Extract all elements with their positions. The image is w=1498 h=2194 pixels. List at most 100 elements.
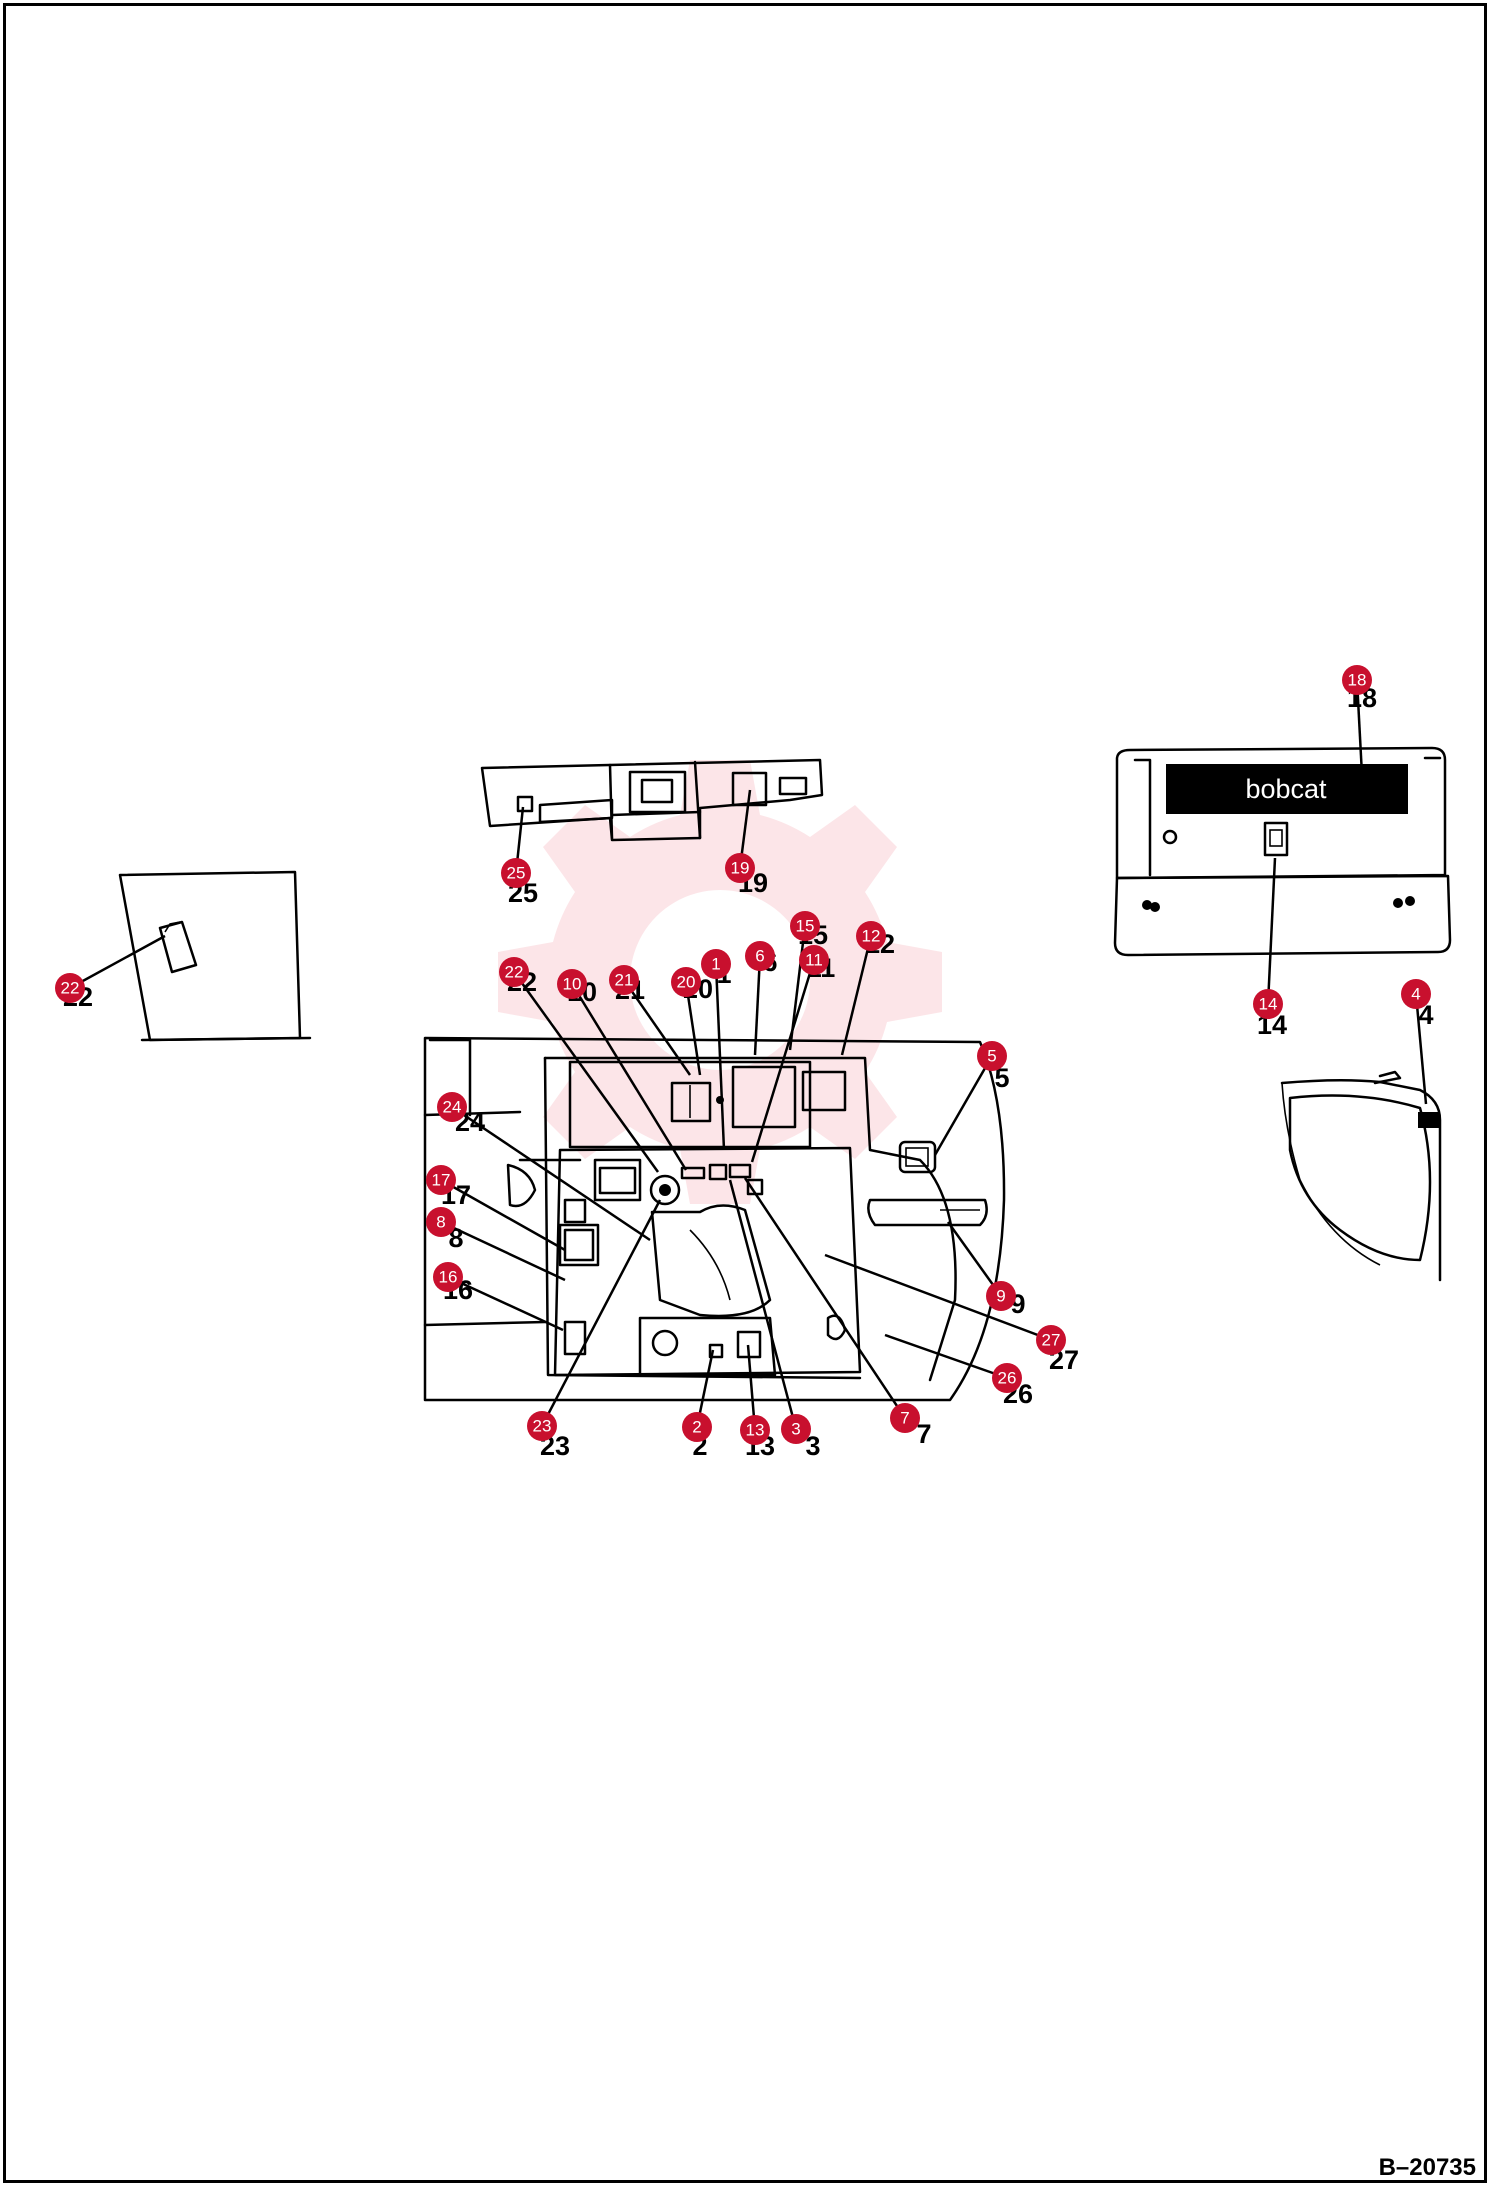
callout-circle [426, 1207, 456, 1237]
callout-label: 7 [900, 1409, 909, 1428]
callout-label: 2 [692, 1418, 701, 1437]
callout-circle [682, 1412, 712, 1442]
callout-16: 16 [433, 1262, 463, 1292]
callout-circle [725, 853, 755, 883]
callout-22: 22 [55, 973, 85, 1003]
leader-line-5 [933, 1055, 994, 1156]
callout-circle [856, 921, 886, 951]
callout-circle [437, 1092, 467, 1122]
callout-label: 18 [1348, 671, 1367, 690]
callout-label: 24 [443, 1098, 462, 1117]
callout-label: 3 [791, 1420, 800, 1439]
leader-line-22 [69, 934, 166, 990]
callout-circle [671, 967, 701, 997]
callout-8: 8 [426, 1207, 456, 1237]
leader-line-27 [824, 1253, 1052, 1342]
callout-9: 9 [986, 1281, 1016, 1311]
callout-circle [426, 1165, 456, 1195]
callout-circle [499, 957, 529, 987]
leader-line-6 [753, 955, 762, 1056]
callout-3: 3 [781, 1414, 811, 1444]
leader-line-11 [750, 959, 816, 1163]
rear-decal-panel: bobcat [1113, 746, 1452, 957]
diagram-border [3, 3, 1487, 2183]
callout-label: 10 [563, 975, 582, 994]
leader-line-23 [540, 1199, 662, 1427]
callout-19: 19 [725, 853, 755, 883]
callout-circle [1342, 665, 1372, 695]
callout-label: 5 [987, 1047, 996, 1066]
callout-circle [1401, 979, 1431, 1009]
watermark-gear [498, 760, 942, 1204]
reference-code: B–20735 [1378, 2154, 1476, 2181]
callout-label: 11 [805, 951, 823, 970]
callout-label: 26 [998, 1369, 1017, 1388]
callout-23: 23 [527, 1411, 557, 1441]
callout-13: 13 [740, 1415, 770, 1445]
leader-line-24 [451, 1105, 651, 1242]
callout-label: 23 [533, 1417, 552, 1436]
callout-circle [1253, 989, 1283, 1019]
leader-line-12 [840, 935, 873, 1056]
callout-label: 25 [507, 864, 526, 883]
leader-line-3 [728, 1179, 798, 1430]
callout-circle [992, 1363, 1022, 1393]
leader-line-26 [884, 1333, 1008, 1380]
callout-circle [740, 1415, 770, 1445]
leader-line-17 [440, 1178, 566, 1252]
callout-circle [977, 1041, 1007, 1071]
callout-6: 6 [745, 941, 775, 971]
callout-circle [557, 969, 587, 999]
callout-circle [790, 911, 820, 941]
callout-24: 24 [437, 1092, 467, 1122]
callout-circle [986, 1281, 1016, 1311]
callout-label: 6 [755, 947, 764, 966]
leader-line-7 [743, 1177, 907, 1419]
overhead-console [480, 758, 824, 842]
leader-line-20 [684, 981, 702, 1076]
callout-label: 22 [61, 979, 80, 998]
callout-label: 13 [746, 1421, 765, 1440]
callout-10: 10 [557, 969, 587, 999]
callout-label: 15 [796, 917, 815, 936]
leader-line-1 [714, 963, 726, 1151]
callout-12: 12 [856, 921, 886, 951]
callout-circle [745, 941, 775, 971]
callout-5: 5 [977, 1041, 1007, 1071]
callout-17: 17 [426, 1165, 456, 1195]
callout-label: 20 [677, 973, 696, 992]
callout-label: 12 [862, 927, 881, 946]
part-number-3: 3 [805, 1431, 820, 1461]
callout-27: 27 [1036, 1325, 1066, 1355]
callout-label: 14 [1259, 995, 1278, 1014]
leader-line-16 [447, 1275, 564, 1332]
callout-14: 14 [1253, 989, 1283, 1019]
callout-circle [501, 858, 531, 888]
callout-20: 20 [671, 967, 701, 997]
callout-label: 16 [439, 1268, 458, 1287]
callout-1: 1 [701, 949, 731, 979]
callout-18: 18 [1342, 665, 1372, 695]
callout-label: 1 [711, 955, 720, 974]
callout-11: 11 [799, 945, 829, 975]
callout-circle [1036, 1325, 1066, 1355]
callout-2: 2 [682, 1412, 712, 1442]
callout-circle [890, 1403, 920, 1433]
leader-line-8 [440, 1220, 566, 1282]
callout-circle [609, 965, 639, 995]
callout-label: 8 [436, 1213, 445, 1232]
callout-label: 21 [615, 971, 634, 990]
callout-circle [527, 1411, 557, 1441]
callout-25: 25 [501, 858, 531, 888]
leader-line-9 [946, 1221, 1003, 1297]
callout-label: 19 [731, 859, 750, 878]
callout-circle [433, 1262, 463, 1292]
callout-label: 4 [1411, 985, 1420, 1004]
callout-label: 17 [432, 1171, 451, 1190]
callout-circle [781, 1414, 811, 1444]
callout-label: 9 [996, 1287, 1005, 1306]
callout-circle [701, 949, 731, 979]
callout-label: 27 [1042, 1331, 1061, 1350]
